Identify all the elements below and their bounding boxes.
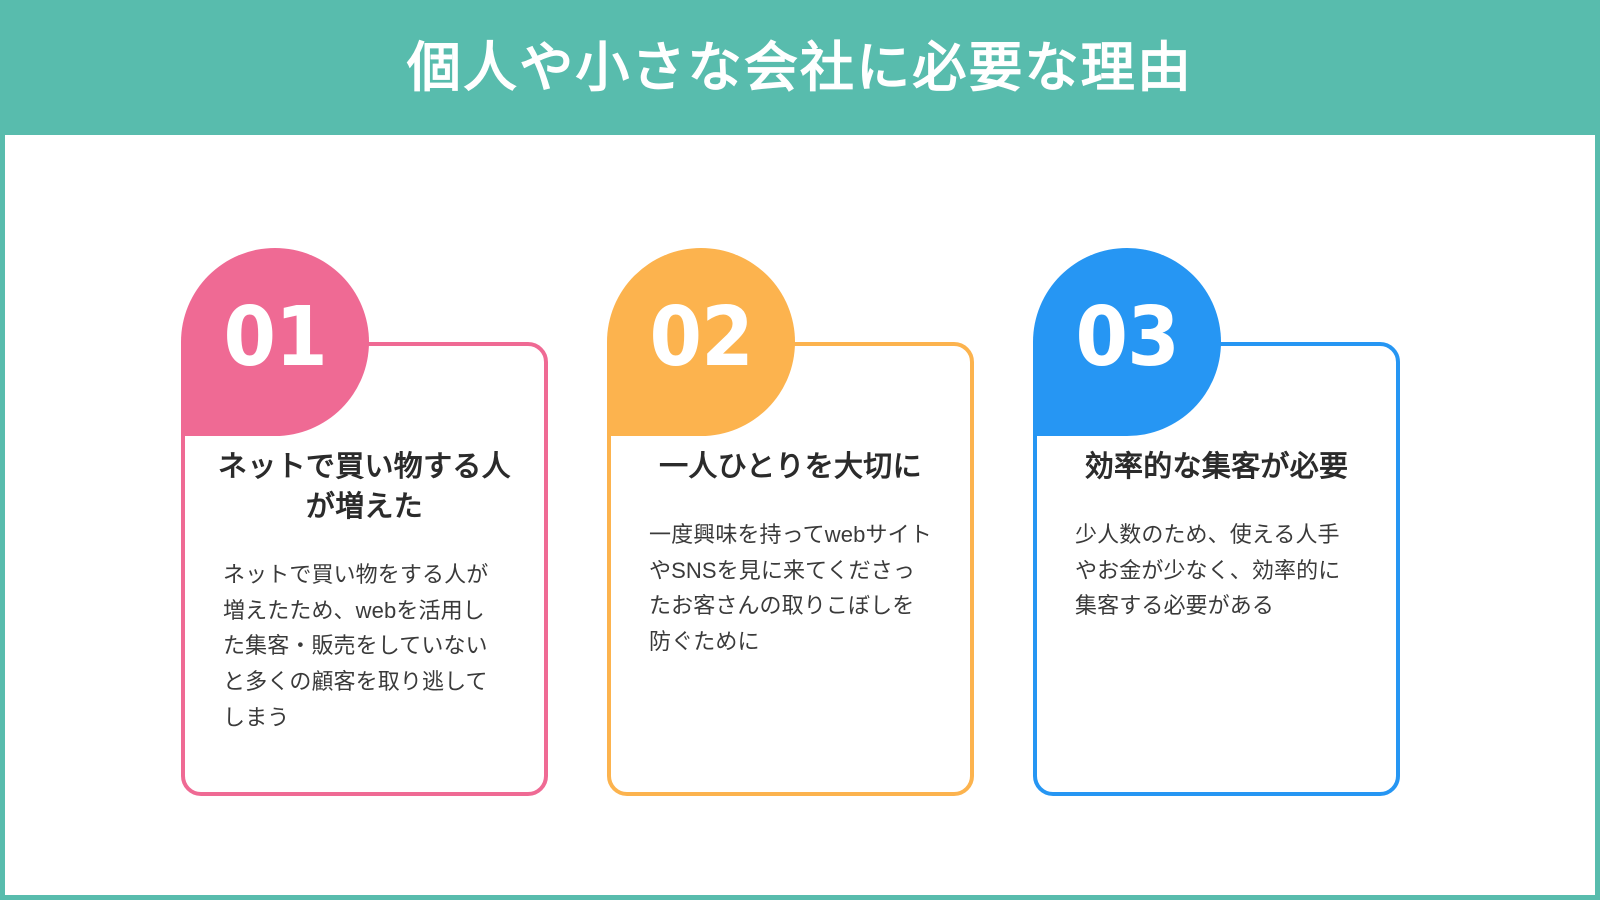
card-content: ネットで買い物する人が増えた ネットで買い物をする人が増えたため、webを活用し… (185, 342, 544, 796)
card-title: ネットで買い物する人が増えた (218, 451, 511, 524)
card-body-text: 少人数のため、使える人手やお金が少なく、効率的に集客する必要がある (1075, 522, 1341, 619)
page-title: 個人や小さな会社に必要な理由 (406, 37, 1194, 98)
card-content: 一人ひとりを大切に 一度興味を持ってwebサイトやSNSを見に来てくださったお客… (611, 342, 970, 796)
reason-card-02: 02 一人ひとりを大切に 一度興味を持ってwebサイトやSNSを見に来てくださっ… (607, 248, 974, 796)
card-body-text: ネットで買い物をする人が増えたため、webを活用した集客・販売をしていないと多く… (223, 562, 489, 730)
reason-card-01: 01 ネットで買い物する人が増えた ネットで買い物をする人が増えたため、webを… (181, 248, 548, 796)
reason-card-03: 03 効率的な集客が必要 少人数のため、使える人手やお金が少なく、効率的に集客す… (1033, 248, 1400, 796)
card-title: 効率的な集客が必要 (1084, 451, 1349, 483)
card-row: 01 ネットで買い物する人が増えた ネットで買い物をする人が増えたため、webを… (181, 248, 1400, 796)
card-number-badge: 01 (181, 248, 369, 436)
card-number-badge: 02 (607, 248, 795, 436)
card-number-label: 02 (649, 290, 753, 385)
header-banner: 個人や小さな会社に必要な理由 (0, 0, 1600, 135)
card-number-label: 01 (223, 290, 327, 385)
card-content: 効率的な集客が必要 少人数のため、使える人手やお金が少なく、効率的に集客する必要… (1037, 342, 1396, 796)
card-body-text: 一度興味を持ってwebサイトやSNSを見に来てくださったお客さんの取りこぼしを防… (649, 522, 932, 654)
card-number-badge: 03 (1033, 248, 1221, 436)
card-number-label: 03 (1075, 290, 1179, 385)
card-title: 一人ひとりを大切に (659, 451, 922, 483)
